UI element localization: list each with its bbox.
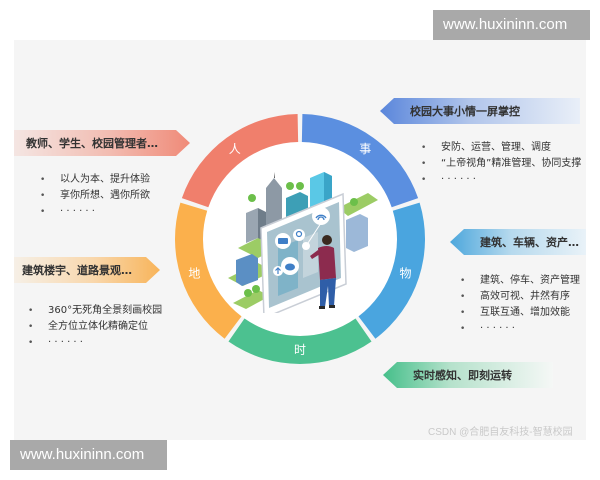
list-item: 以人为本、提升体验 <box>32 172 150 188</box>
place-panel-header: 建筑楼宇、道路景观… <box>14 257 160 283</box>
smart-campus-illustration <box>228 172 378 313</box>
list-item: 高效可视、井然有序 <box>452 289 580 305</box>
ring-segment-label: 时 <box>294 343 306 357</box>
list-item: · · · · · · <box>20 335 162 351</box>
event-bullet-list: 安防、运营、管理、调度 “上帝视角”精准管理、协同支撑 · · · · · · <box>413 140 581 188</box>
list-item: · · · · · · <box>32 204 150 220</box>
place-bullet-list: 360°无死角全景刻画校园 全方位立体化精确定位 · · · · · · <box>20 303 162 351</box>
thing-bullet-list: 建筑、停车、资产管理 高效可视、井然有序 互联互通、增加效能 · · · · ·… <box>452 273 580 337</box>
place-panel-title: 建筑楼宇、道路景观… <box>22 264 132 277</box>
ring-segment <box>301 114 419 208</box>
thing-panel-title: 建筑、车辆、资产… <box>480 236 579 249</box>
ring-segment-label: 事 <box>359 142 371 156</box>
event-panel-header: 校园大事小情一屏掌控 <box>380 98 580 124</box>
watermark-top: www.huxininn.com <box>433 10 590 40</box>
list-item: 建筑、停车、资产管理 <box>452 273 580 289</box>
ring-segment <box>358 202 426 339</box>
list-item: 互联互通、增加效能 <box>452 305 580 321</box>
source-credit: CSDN @合肥自友科技-智慧校园 <box>428 427 573 438</box>
watermark-bottom: www.huxininn.com <box>10 440 167 470</box>
event-panel-title: 校园大事小情一屏掌控 <box>410 105 520 118</box>
people-bullet-list: 以人为本、提升体验 享你所想、遇你所欲 · · · · · · <box>32 172 150 220</box>
list-item: 享你所想、遇你所欲 <box>32 188 150 204</box>
list-item: 360°无死角全景刻画校园 <box>20 303 162 319</box>
ring-segment <box>181 114 299 208</box>
ring-segment-label: 人 <box>229 142 241 156</box>
people-panel-header: 教师、学生、校园管理者… <box>14 130 190 156</box>
thing-panel-header: 建筑、车辆、资产… <box>450 229 586 255</box>
list-item: 全方位立体化精确定位 <box>20 319 162 335</box>
list-item: · · · · · · <box>413 172 581 188</box>
ring-segment-label: 地 <box>188 266 200 280</box>
ring-segment <box>174 202 242 339</box>
time-panel-title: 实时感知、即刻运转 <box>413 369 512 382</box>
ring-segment <box>228 318 372 365</box>
time-panel-header: 实时感知、即刻运转 <box>383 362 553 388</box>
list-item: · · · · · · <box>452 321 580 337</box>
people-panel-title: 教师、学生、校园管理者… <box>26 137 158 150</box>
list-item: “上帝视角”精准管理、协同支撑 <box>413 156 581 172</box>
list-item: 安防、运营、管理、调度 <box>413 140 581 156</box>
ring-segment-label: 物 <box>400 266 412 280</box>
